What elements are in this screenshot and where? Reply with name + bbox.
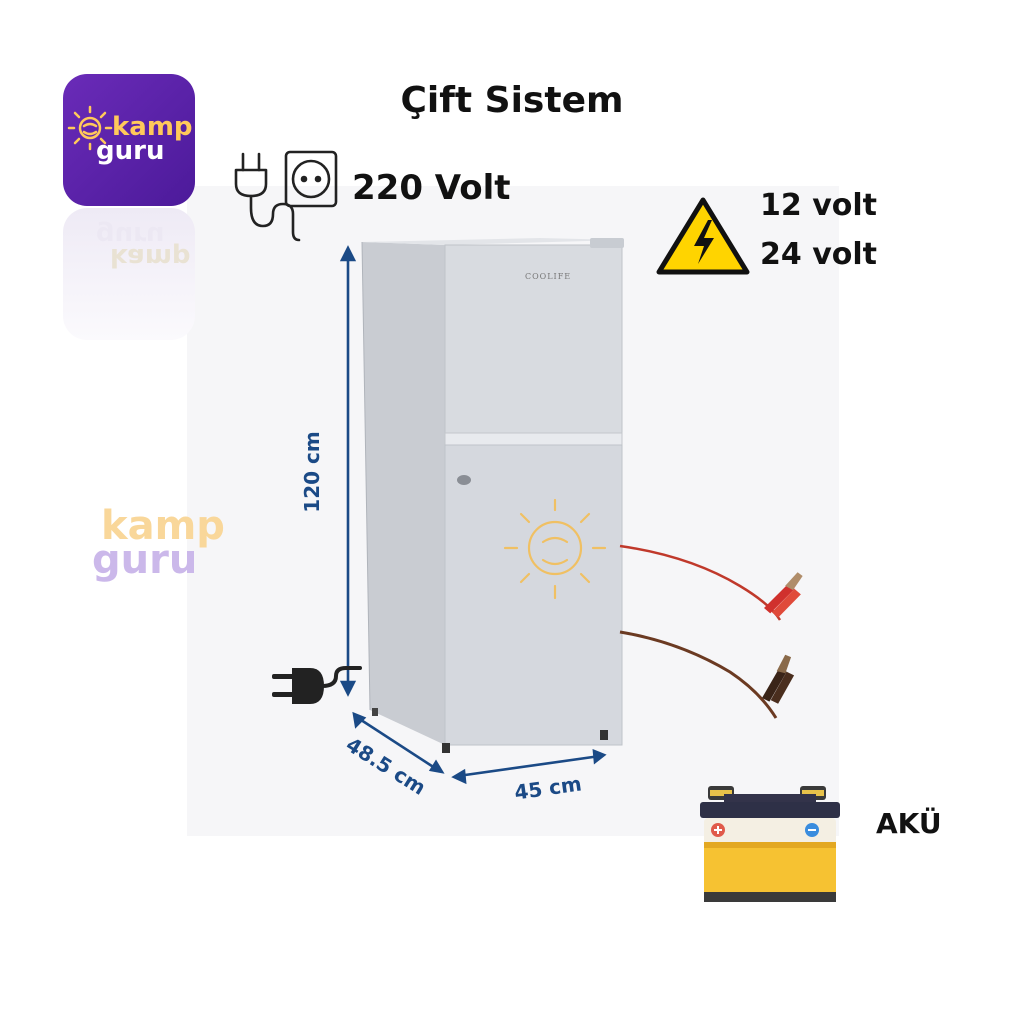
sun-logo-icon — [67, 105, 113, 151]
app-icon-reflection — [63, 208, 195, 340]
battery-cables-icon — [619, 544, 803, 719]
fridge-illustration — [339, 238, 624, 785]
reflection-word-kamp: kamp — [110, 242, 191, 272]
high-voltage-warning-icon — [656, 197, 750, 275]
watermark-word-guru: guru — [92, 537, 198, 583]
battery-label: AKÜ — [876, 807, 942, 840]
red-crocodile-clip-icon — [764, 572, 803, 618]
plug-socket-icon — [234, 150, 338, 242]
ac-voltage-label: 220 Volt — [352, 168, 511, 208]
fridge-brand-mark: COOLIFE — [525, 272, 572, 281]
kampguru-app-icon — [63, 74, 195, 206]
dc-12-volt-label: 12 volt — [760, 188, 877, 223]
watermark-word-kamp: kamp — [101, 503, 225, 549]
page-title: Çift Sistem — [400, 80, 624, 121]
logo-word-kamp: kamp — [112, 112, 193, 142]
dc-24-volt-label: 24 volt — [760, 237, 877, 272]
battery-icon — [700, 786, 840, 902]
dimension-height-label: 120 cm — [300, 431, 324, 513]
logo-word-guru: guru — [96, 136, 165, 166]
plug-cable-icon — [272, 666, 362, 704]
black-crocodile-clip-icon — [762, 654, 795, 704]
